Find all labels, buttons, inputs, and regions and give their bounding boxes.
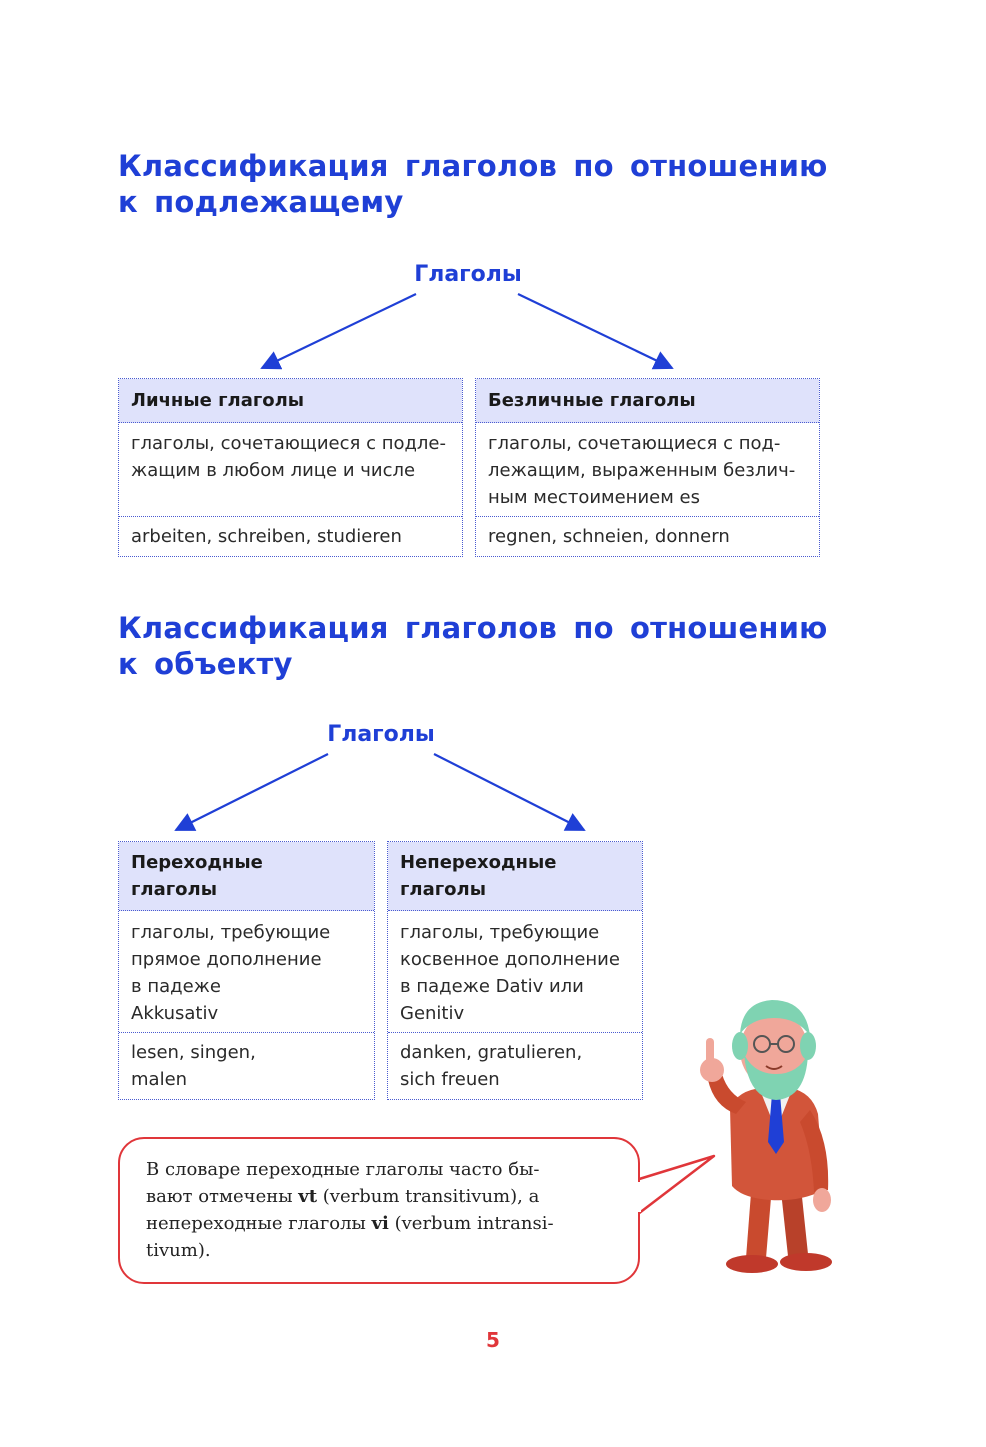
- tree-root-label: Глаголы: [327, 722, 435, 747]
- note-line: tivum).: [146, 1240, 211, 1261]
- box-head: Переходные глаголы: [119, 842, 374, 911]
- teacher-character-illustration: [700, 1000, 832, 1273]
- note-line: В словаре переходные глаголы часто бы-: [146, 1159, 540, 1180]
- tree-root-label: Глаголы: [414, 262, 522, 287]
- box-description: глаголы, сочетающиеся с под- лежащим, вы…: [476, 423, 819, 517]
- box-description: глаголы, требующие прямое дополнение в п…: [119, 911, 374, 1033]
- note-text: вают отмечены: [146, 1186, 299, 1207]
- box-description: глаголы, сочетающиеся с подле- жащим в л…: [119, 423, 462, 517]
- dictionary-note: В словаре переходные глаголы часто бы- в…: [118, 1137, 640, 1284]
- box-intransitive-verbs: Непереходные глаголы глаголы, требующие …: [387, 841, 643, 1100]
- page-number: 5: [486, 1328, 500, 1352]
- box-head: Непереходные глаголы: [388, 842, 642, 911]
- box-examples: lesen, singen, malen: [131, 1042, 256, 1090]
- note-text: (verbum intransi-: [388, 1213, 554, 1234]
- arrow-right: [517, 293, 674, 370]
- box-personal-verbs: Личные глаголы глаголы, сочетающиеся с п…: [118, 378, 463, 557]
- arrow-left: [174, 753, 329, 831]
- box-transitive-verbs: Переходные глаголы глаголы, требующие пр…: [118, 841, 375, 1100]
- note-text: (verbum transitivum), а: [317, 1186, 540, 1207]
- note-line: вают отмечены vt (verbum transitivum), а: [146, 1183, 614, 1210]
- arrow-right: [433, 753, 586, 831]
- arrow-left: [260, 293, 417, 370]
- box-head: Безличные глаголы: [476, 379, 819, 423]
- note-line: непереходные глаголы vi (verbum intransi…: [146, 1210, 614, 1237]
- box-impersonal-verbs: Безличные глаголы глаголы, сочетающиеся …: [475, 378, 820, 557]
- section-title-subject: Классификация глаголов по отношению к по…: [118, 149, 828, 219]
- box-examples: regnen, schneien, donnern: [488, 526, 730, 547]
- box-examples: danken, gratulieren, sich freuen: [400, 1042, 583, 1090]
- box-description: глаголы, требующие косвенное дополнение …: [388, 911, 642, 1033]
- section-title-object: Классификация глаголов по отношению к об…: [118, 611, 828, 681]
- note-abbrev-vt: vt: [298, 1186, 318, 1207]
- note-text: непереходные глаголы: [146, 1213, 372, 1234]
- box-examples: arbeiten, schreiben, studieren: [131, 526, 402, 547]
- bubble-tail-joint: [634, 1182, 641, 1212]
- box-head: Личные глаголы: [119, 379, 462, 423]
- note-abbrev-vi: vi: [371, 1213, 389, 1234]
